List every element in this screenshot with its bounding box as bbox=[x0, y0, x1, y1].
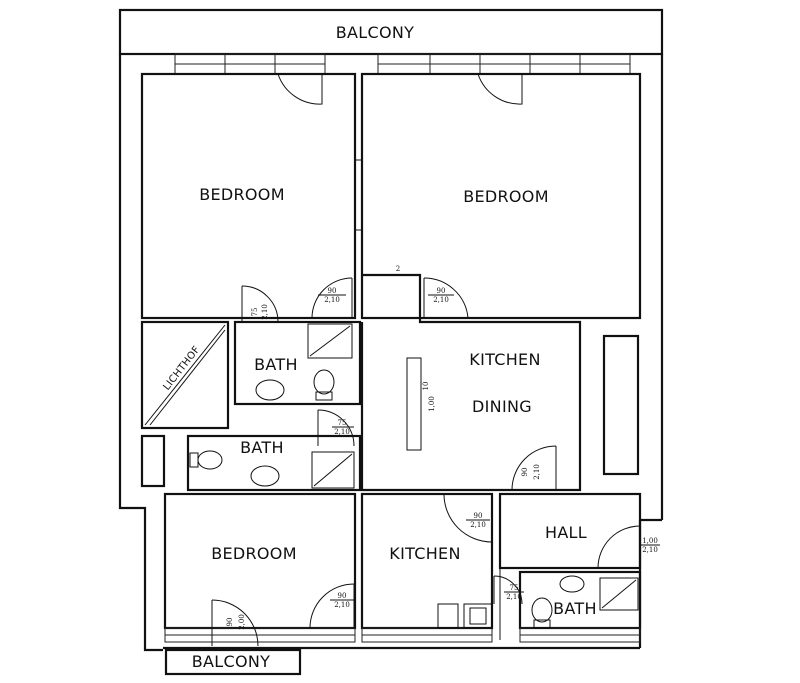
counter-width: 10 bbox=[422, 382, 430, 391]
room-label-bedroom-3: BEDROOM bbox=[211, 544, 297, 563]
dim-100: 1,00 bbox=[642, 537, 658, 545]
dim-210: 2,10 bbox=[470, 521, 486, 529]
room-label-bedroom-2: BEDROOM bbox=[463, 187, 549, 206]
top-windows bbox=[174, 53, 631, 75]
dim-210: 2,10 bbox=[506, 593, 522, 601]
bottom-windows bbox=[164, 627, 641, 676]
dim-75: 75 bbox=[510, 584, 519, 592]
shower-icon bbox=[307, 323, 353, 359]
sink-icon bbox=[463, 603, 493, 629]
dim-210: 2,10 bbox=[642, 546, 658, 554]
room-label-bath-2: BATH bbox=[240, 438, 284, 457]
sink-icon bbox=[559, 575, 585, 593]
room-label-bedroom-1: BEDROOM bbox=[199, 185, 285, 204]
dim-90: 90 bbox=[328, 287, 337, 295]
door-swings bbox=[211, 73, 641, 647]
marker-2: 2 bbox=[396, 265, 400, 273]
sink-icon bbox=[255, 379, 285, 401]
room-label-lichthof: LICHTHOF bbox=[161, 344, 202, 392]
dim-90: 90 bbox=[437, 287, 446, 295]
dim-210: 2,10 bbox=[324, 296, 340, 304]
room-label-balcony-top: BALCONY bbox=[336, 23, 414, 42]
dim-210: 2,10 bbox=[433, 296, 449, 304]
room-label-kitchen-1: KITCHEN bbox=[469, 350, 540, 369]
room-label-bath-1: BATH bbox=[254, 355, 298, 374]
toilet-icon bbox=[531, 597, 553, 623]
dim-210: 2,10 bbox=[261, 304, 269, 320]
stove-icon bbox=[437, 603, 459, 629]
room-label-kitchen-2: KITCHEN bbox=[389, 544, 460, 563]
toilet-icon bbox=[197, 450, 223, 470]
dim-210: 2,10 bbox=[334, 428, 350, 436]
counter-length: 1,00 bbox=[428, 396, 436, 412]
room-label-balcony-bottom: BALCONY bbox=[192, 652, 270, 671]
dim-210: 2,10 bbox=[533, 464, 541, 480]
toilet-icon bbox=[313, 369, 335, 395]
dimension-labels: 90 2,10 90 2,10 75 2,10 75 2,10 90 2,10 … bbox=[226, 265, 660, 630]
interior-walls bbox=[140, 72, 642, 640]
room-label-dining: DINING bbox=[472, 397, 532, 416]
room-labels: BALCONY BEDROOM BEDROOM BATH BATH KITCHE… bbox=[161, 23, 596, 671]
dim-210: 2,10 bbox=[334, 601, 350, 609]
dim-75: 75 bbox=[338, 419, 347, 427]
dim-90: 90 bbox=[338, 592, 347, 600]
dim-200: 2,00 bbox=[238, 614, 246, 630]
shower-icon bbox=[599, 577, 639, 611]
shower-icon bbox=[311, 451, 355, 489]
dim-75: 75 bbox=[251, 308, 259, 317]
counter-icon bbox=[406, 357, 422, 451]
sink-icon bbox=[250, 465, 280, 487]
room-label-bath-3: BATH bbox=[553, 599, 597, 618]
room-label-hall: HALL bbox=[545, 523, 587, 542]
dim-90: 90 bbox=[226, 618, 234, 627]
fixtures bbox=[189, 323, 639, 629]
dim-90: 90 bbox=[474, 512, 483, 520]
dim-90: 90 bbox=[521, 468, 529, 477]
